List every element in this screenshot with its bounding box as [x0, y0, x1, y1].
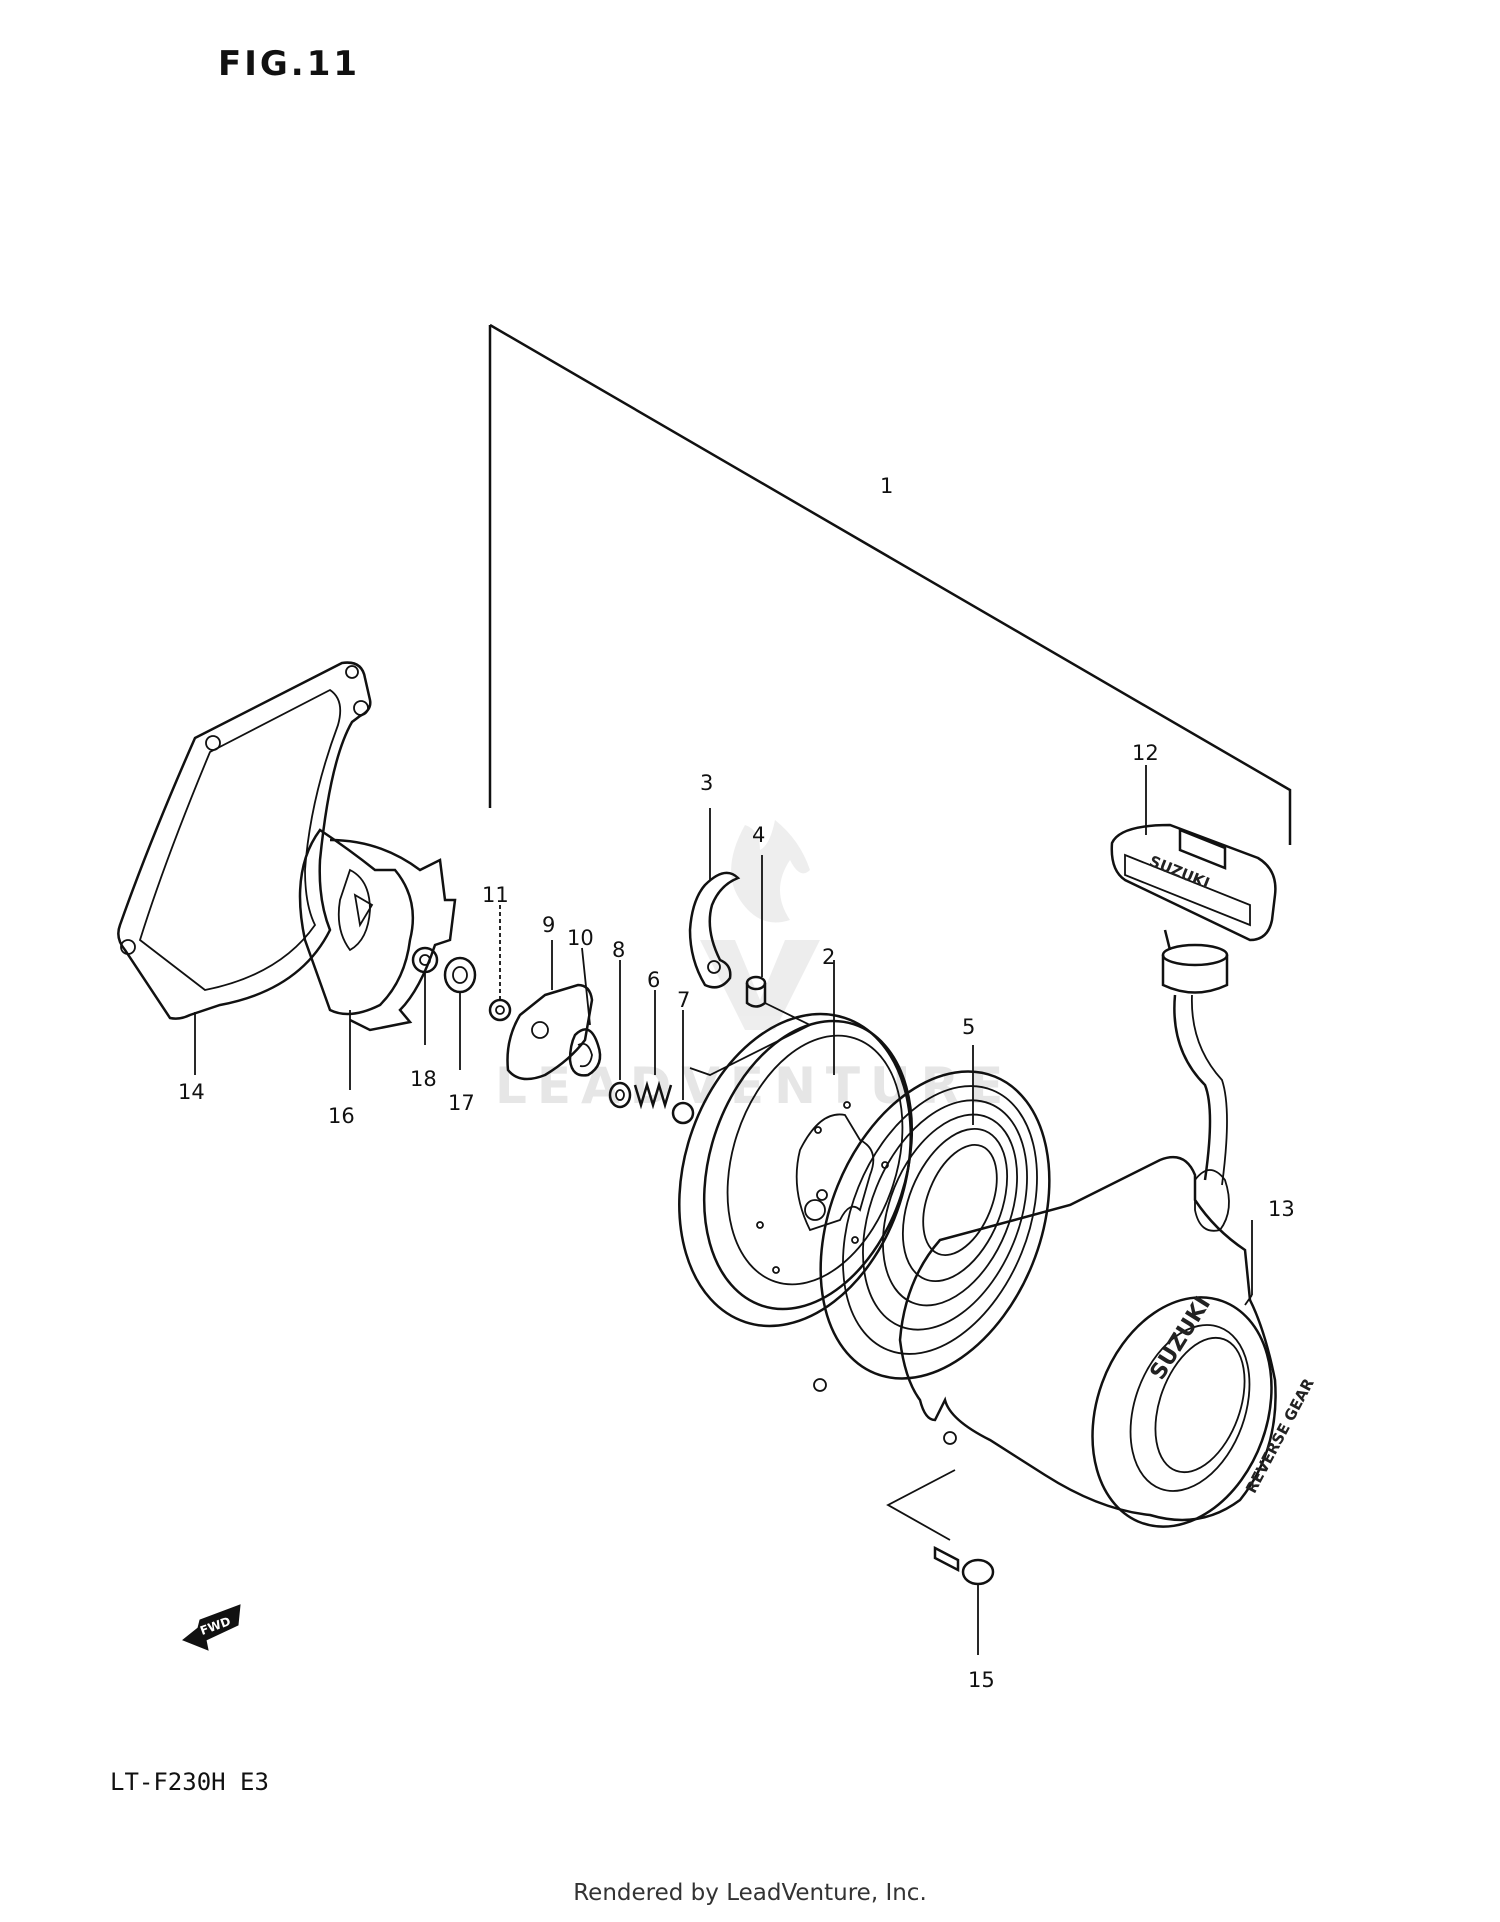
callout-11: 11: [482, 883, 509, 907]
recoil-spring-part-5: [819, 1045, 1051, 1380]
cover-brand-text: SUZUKI: [1146, 1292, 1216, 1384]
spring-part-6: [633, 990, 673, 1110]
callout-16: 16: [328, 1104, 355, 1128]
pin-part-4: [689, 855, 813, 1076]
callout-2: 2: [822, 945, 835, 969]
callout-9: 9: [542, 913, 555, 937]
return-spring-part-10: [568, 947, 602, 1077]
starter-housing-part-13: SUZUKI REVERSE GEAR: [813, 1155, 1318, 1528]
nut-part-18: [411, 946, 439, 1045]
callout-8: 8: [612, 938, 625, 962]
drive-plate-part-16: [298, 828, 457, 1090]
figure-title: FIG.11: [218, 44, 361, 84]
cover-reverse-text: REVERSE GEAR: [1242, 1375, 1318, 1496]
callout-5: 5: [962, 1015, 975, 1039]
footer-credit: Rendered by LeadVenture, Inc.: [573, 1880, 927, 1906]
washer-part-17: [443, 956, 477, 1070]
nut-part-11: [488, 905, 512, 1022]
washer-part-8: [608, 960, 632, 1109]
starter-handle-part-12: SUZUKI: [1110, 765, 1277, 942]
callout-3: 3: [700, 771, 713, 795]
assembly-bracket-1: [488, 323, 1292, 845]
callout-6: 6: [647, 968, 660, 992]
callout-12: 12: [1132, 741, 1159, 765]
gasket-part-14: [117, 661, 372, 1075]
fwd-arrow-icon: FWD: [182, 1604, 241, 1651]
reel-part-2: [678, 960, 914, 1328]
callout-15: 15: [968, 1668, 995, 1692]
callout-4: 4: [752, 823, 765, 847]
callout-18: 18: [410, 1067, 437, 1091]
friction-plate-part-9: [506, 940, 594, 1081]
callout-7: 7: [677, 988, 690, 1012]
callout-labels: 1 2 3 4 5 6 7 8 9 10 11 12 13 14 15 16 1…: [178, 474, 1295, 1692]
ball-part-7: [671, 1010, 695, 1125]
watermark-logo-icon: [700, 820, 820, 1030]
watermark-text: LEADVENTURE: [495, 1057, 1013, 1115]
ratchet-part-3: [688, 808, 741, 989]
callout-10: 10: [567, 926, 594, 950]
callout-14: 14: [178, 1080, 205, 1104]
callout-13: 13: [1268, 1197, 1295, 1221]
bolt-part-15: [886, 1469, 995, 1655]
model-code: LT-F230H E3: [110, 1768, 269, 1796]
callout-1: 1: [880, 474, 893, 498]
starter-rope: [1161, 929, 1229, 1186]
callout-17: 17: [448, 1091, 475, 1115]
